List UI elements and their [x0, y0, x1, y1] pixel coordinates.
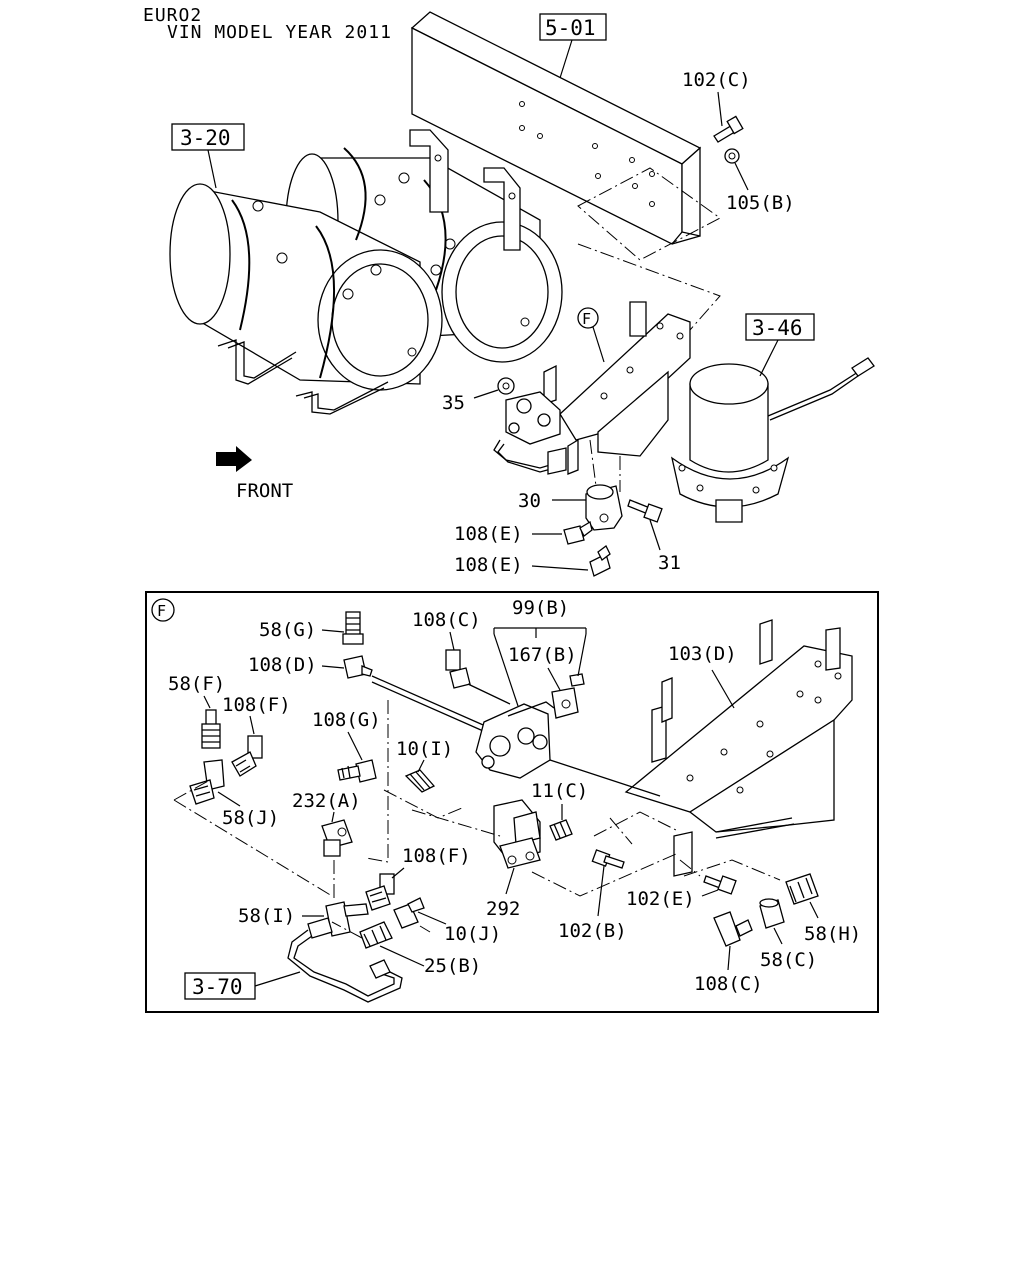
- detail-marker-top[interactable]: [577, 307, 599, 329]
- front-arrow-icon: [216, 446, 252, 472]
- label-fitting-108e-1[interactable]: 108(E): [454, 523, 523, 545]
- label-58i[interactable]: 58(I): [238, 905, 295, 927]
- fitting-10i[interactable]: [404, 769, 436, 793]
- label-10i[interactable]: 10(I): [396, 738, 453, 760]
- fitting-10j[interactable]: [393, 897, 425, 929]
- frame-rail: [410, 11, 702, 245]
- part-30[interactable]: [585, 484, 623, 531]
- fitting-108c-bot[interactable]: [713, 911, 753, 947]
- fitting-58i[interactable]: [307, 901, 369, 939]
- detail-frame: [145, 591, 879, 1013]
- nut-105b[interactable]: [724, 148, 740, 164]
- ref-frame-label[interactable]: 5-01: [545, 16, 596, 40]
- fitting-108e-1[interactable]: [563, 520, 593, 545]
- detail-marker-top-text[interactable]: F: [582, 310, 591, 328]
- sensor-25b[interactable]: [359, 921, 393, 949]
- fitting-58f[interactable]: [201, 709, 221, 749]
- fitting-108f-top[interactable]: [231, 735, 263, 777]
- label-232a[interactable]: 232(A): [292, 790, 361, 812]
- detail-marker: [151, 598, 175, 622]
- header-line-1: EURO2: [143, 5, 202, 26]
- part-167b[interactable]: [551, 673, 585, 719]
- fitting-58h[interactable]: [785, 873, 819, 905]
- front-label: FRONT: [236, 480, 293, 502]
- bolt-11c[interactable]: [549, 819, 573, 841]
- label-58f[interactable]: 58(F): [168, 673, 225, 695]
- label-108c-bot[interactable]: 108(C): [694, 973, 763, 995]
- label-108f-bot[interactable]: 108(F): [402, 845, 471, 867]
- bolt-102c[interactable]: [713, 115, 744, 143]
- air-tanks: [169, 129, 563, 415]
- fitting-108d[interactable]: [343, 655, 373, 679]
- label-nut-35[interactable]: 35: [442, 392, 465, 414]
- label-bolt-31[interactable]: 31: [658, 552, 681, 574]
- fitting-108g[interactable]: [337, 759, 377, 783]
- label-58c[interactable]: 58(C): [760, 949, 817, 971]
- air-dryer: [670, 357, 875, 523]
- ref-pipe-label[interactable]: 3-70: [192, 975, 243, 999]
- label-25b[interactable]: 25(B): [424, 955, 481, 977]
- label-99b[interactable]: 99(B): [512, 597, 569, 619]
- label-58j[interactable]: 58(J): [222, 807, 279, 829]
- header-line-2: VIN MODEL YEAR 2011: [167, 22, 392, 43]
- label-10j[interactable]: 10(J): [444, 923, 501, 945]
- ref-box-dryer[interactable]: [745, 313, 815, 341]
- valve-bracket-assembly: [493, 301, 691, 475]
- fitting-108e-2[interactable]: [589, 545, 611, 577]
- ref-tanks-label[interactable]: 3-20: [180, 126, 231, 150]
- label-103d[interactable]: 103(D): [668, 643, 737, 665]
- label-167b[interactable]: 167(B): [508, 644, 577, 666]
- fitting-108f-bot[interactable]: [365, 873, 395, 911]
- fitting-58j[interactable]: [189, 759, 225, 805]
- label-fitting-108e-2[interactable]: 108(E): [454, 554, 523, 576]
- label-108d[interactable]: 108(D): [248, 654, 317, 676]
- label-58h[interactable]: 58(H): [804, 923, 861, 945]
- label-bolt-102c[interactable]: 102(C): [682, 69, 751, 91]
- label-108g[interactable]: 108(G): [312, 709, 381, 731]
- fitting-58c[interactable]: [759, 898, 785, 929]
- bolt-31[interactable]: [627, 499, 663, 523]
- label-108c-top[interactable]: 108(C): [412, 609, 481, 631]
- switch-232a[interactable]: [321, 819, 353, 857]
- detail-marker-text: F: [157, 602, 166, 620]
- label-102e[interactable]: 102(E): [626, 888, 695, 910]
- label-58g[interactable]: 58(G): [259, 619, 316, 641]
- bolt-102e[interactable]: [703, 875, 737, 895]
- ref-box-frame[interactable]: [539, 13, 607, 41]
- fitting-108c-top[interactable]: [445, 649, 471, 689]
- nut-35[interactable]: [497, 377, 515, 395]
- label-11c[interactable]: 11(C): [531, 780, 588, 802]
- ref-dryer-label[interactable]: 3-46: [752, 316, 803, 340]
- main-valve[interactable]: [475, 701, 555, 779]
- label-part-30[interactable]: 30: [518, 490, 541, 512]
- label-292[interactable]: 292: [486, 898, 520, 920]
- solenoid-292[interactable]: [493, 799, 541, 869]
- label-nut-105b[interactable]: 105(B): [726, 192, 795, 214]
- fitting-58g[interactable]: [342, 611, 364, 645]
- pipe-3-70: [287, 929, 403, 1003]
- label-102b[interactable]: 102(B): [558, 920, 627, 942]
- bolt-102b[interactable]: [591, 849, 625, 869]
- label-108f-top[interactable]: 108(F): [222, 694, 291, 716]
- bracket-103d[interactable]: [624, 619, 853, 877]
